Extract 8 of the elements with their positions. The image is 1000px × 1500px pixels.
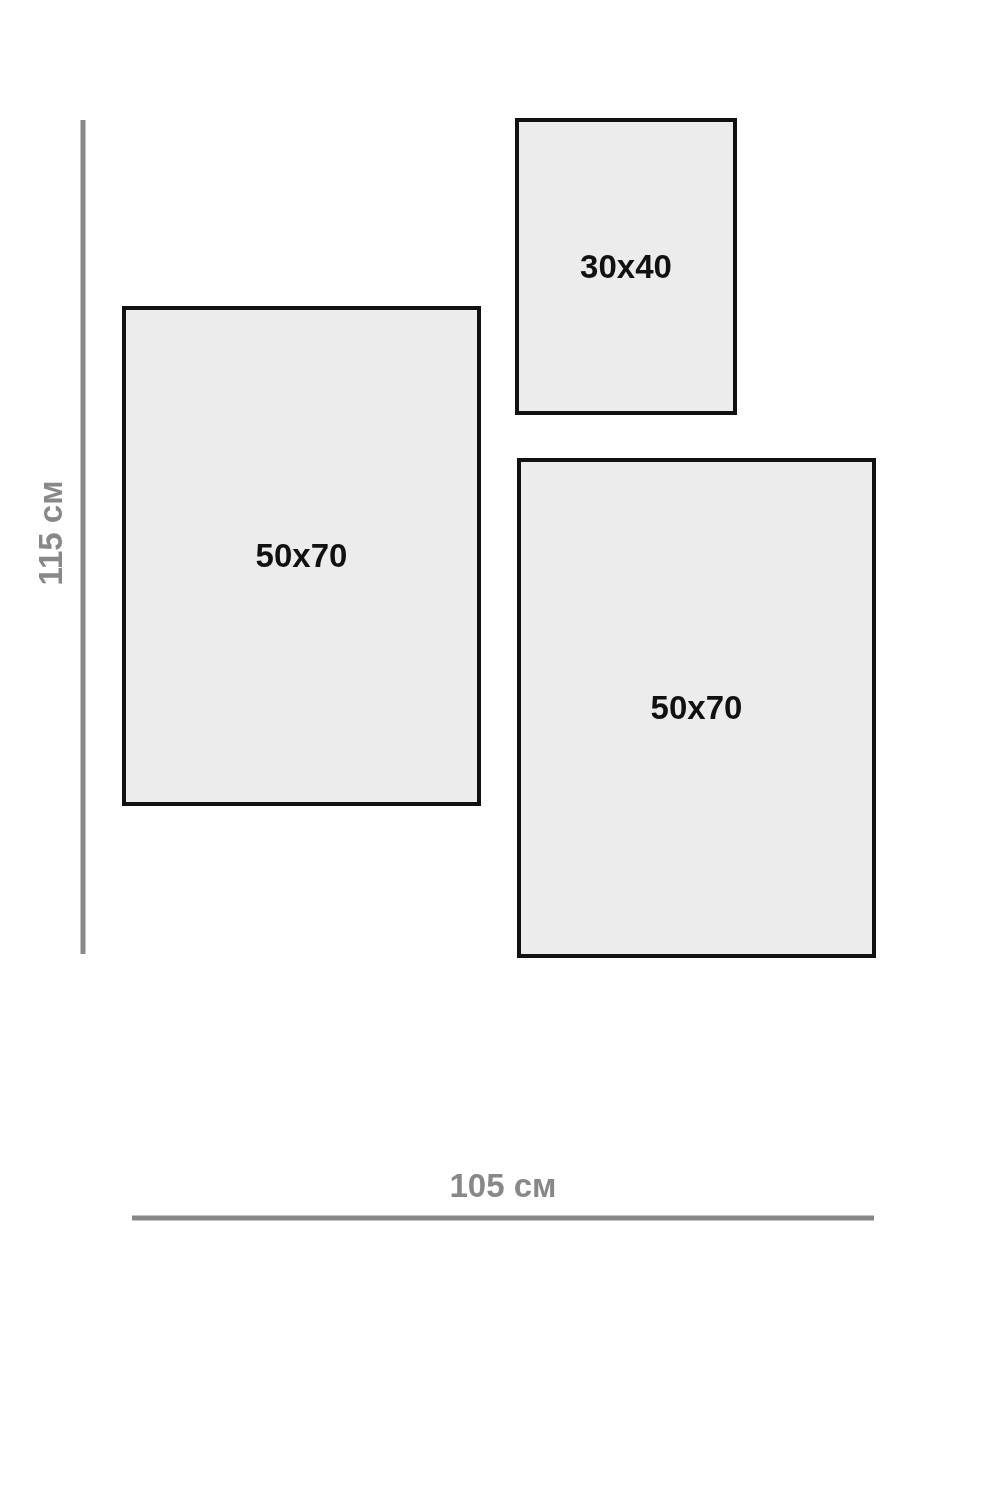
- size-label: 50x70: [255, 537, 348, 575]
- dimension-label: 105 см: [449, 1167, 557, 1205]
- frame-box: [122, 306, 481, 806]
- frame-box: [517, 458, 876, 958]
- size-label: 50x70: [650, 689, 743, 727]
- dimension-label: 115 см: [31, 480, 70, 586]
- size-label: 30x40: [580, 247, 672, 286]
- frame-box: [515, 118, 737, 415]
